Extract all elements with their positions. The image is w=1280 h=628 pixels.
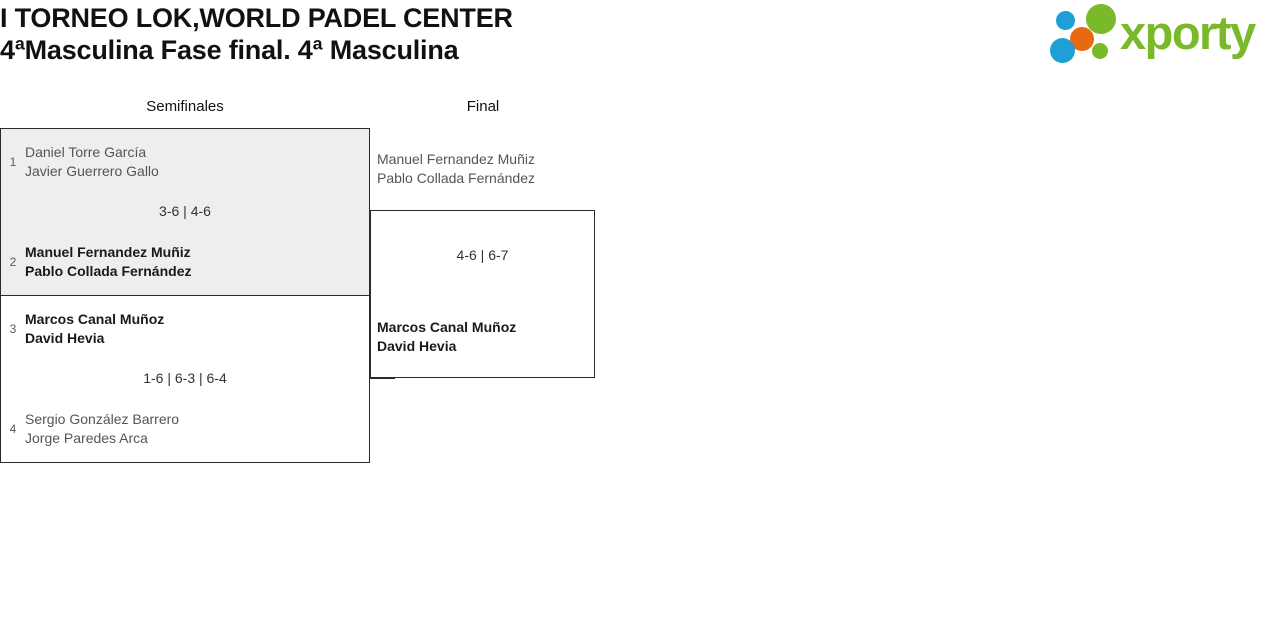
logo-dot-blue-large-icon	[1050, 38, 1075, 63]
final-team-slot-top[interactable]: Manuel Fernandez Muñiz Pablo Collada Fer…	[377, 150, 535, 188]
team-name-block: Sergio González Barrero Jorge Paredes Ar…	[25, 410, 179, 448]
player-name: Manuel Fernandez Muñiz	[377, 151, 535, 167]
final-team-slot-bottom[interactable]: Marcos Canal Muñoz David Hevia	[377, 318, 516, 356]
team-name-block: Daniel Torre García Javier Guerrero Gall…	[25, 143, 159, 181]
connector-semifinal-2-to-final	[369, 378, 395, 379]
match-score: 3-6 | 4-6	[159, 203, 211, 219]
match-score: 1-6 | 6-3 | 6-4	[143, 370, 227, 386]
team-slot-seed-4[interactable]: 4 Sergio González Barrero Jorge Paredes …	[1, 408, 369, 450]
team-name-block: Manuel Fernandez Muñiz Pablo Collada Fer…	[25, 243, 191, 281]
tournament-category: 4ªMasculina Fase final. 4ª Masculina	[0, 35, 459, 65]
team-name-block: Marcos Canal Muñoz David Hevia	[25, 310, 164, 348]
round-header-final: Final	[466, 98, 500, 115]
player-name: David Hevia	[25, 330, 105, 346]
player-name: Marcos Canal Muñoz	[377, 319, 517, 335]
logo-dot-green-large-icon	[1086, 4, 1116, 34]
team-slot-seed-2[interactable]: 2 Manuel Fernandez Muñiz Pablo Collada F…	[1, 241, 369, 283]
player-name: David Hevia	[377, 338, 457, 354]
match-final[interactable]: 4-6 | 6-7	[370, 210, 595, 378]
player-name: Daniel Torre García	[25, 144, 147, 160]
player-name: Pablo Collada Fernández	[377, 170, 535, 186]
player-name: Jorge Paredes Arca	[25, 430, 148, 446]
match-semifinal-2[interactable]: 3 Marcos Canal Muñoz David Hevia 1-6 | 6…	[0, 295, 370, 463]
round-header-semifinales: Semifinales	[146, 98, 224, 115]
player-name: Sergio González Barrero	[25, 411, 180, 427]
seed-number: 4	[9, 422, 17, 436]
player-name: Javier Guerrero Gallo	[25, 163, 159, 179]
logo-dot-blue-small-icon	[1056, 11, 1075, 30]
match-score: 4-6 | 6-7	[456, 247, 509, 263]
page-title: I TORNEO LOK,WORLD PADEL CENTER 4ªMascul…	[0, 2, 900, 66]
seed-number: 1	[9, 155, 17, 169]
player-name: Pablo Collada Fernández	[25, 263, 192, 279]
xporty-logo[interactable]: xporty	[1048, 2, 1276, 64]
player-name: Manuel Fernandez Muñiz	[25, 244, 191, 260]
tournament-name: I TORNEO LOK,WORLD PADEL CENTER	[0, 3, 513, 33]
match-semifinal-1[interactable]: 1 Daniel Torre García Javier Guerrero Ga…	[0, 128, 370, 296]
seed-number: 2	[9, 255, 17, 269]
team-slot-seed-1[interactable]: 1 Daniel Torre García Javier Guerrero Ga…	[1, 141, 369, 183]
logo-wordmark: xporty	[1120, 6, 1256, 59]
team-slot-seed-3[interactable]: 3 Marcos Canal Muñoz David Hevia	[1, 308, 369, 350]
player-name: Marcos Canal Muñoz	[25, 311, 165, 327]
seed-number: 3	[9, 322, 17, 336]
logo-dots-icon	[1048, 2, 1126, 64]
logo-dot-green-small-icon	[1092, 43, 1108, 59]
